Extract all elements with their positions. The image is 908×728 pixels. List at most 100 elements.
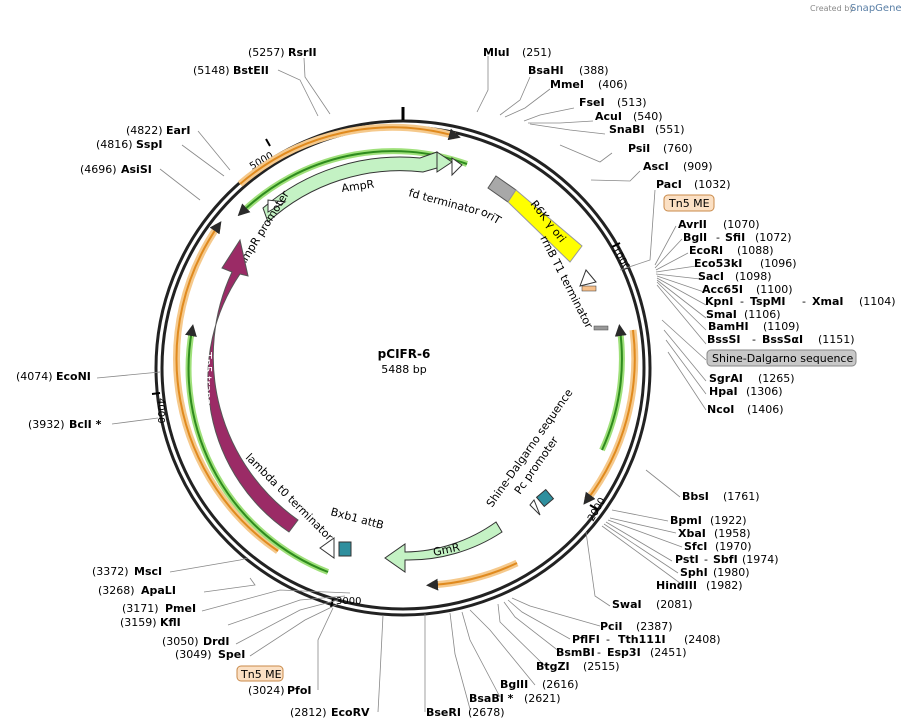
rrnb-terminator-feature[interactable] [579, 269, 597, 287]
enzyme-ecorv[interactable]: EcoRV [331, 706, 370, 719]
enzyme-drdi[interactable]: DrdI [203, 635, 230, 648]
tn5-me-feature[interactable] [581, 285, 597, 292]
enzyme-bsmbi[interactable]: BsmBI [556, 646, 595, 659]
enzyme-bsssi[interactable]: BssSI [707, 333, 741, 346]
enzyme-bpmi[interactable]: BpmI [670, 514, 702, 527]
tick-label-4000: 4000 [155, 398, 166, 423]
enzyme-bgli[interactable]: BglI [683, 231, 707, 244]
enzyme-ncoi[interactable]: NcoI [707, 403, 734, 416]
enzyme-spei-pos: (3049) [175, 648, 212, 661]
enzyme-acui[interactable]: AcuI [595, 110, 622, 123]
enzyme-bcli[interactable]: BclI * [69, 418, 102, 431]
enzyme-smai-pos: (1106) [744, 308, 781, 321]
enzyme-apali[interactable]: ApaLI [141, 584, 176, 597]
enzyme-snabi-pos: (551) [655, 123, 685, 136]
ampr-feature[interactable] [262, 151, 438, 223]
enzyme-pcii[interactable]: PciI [600, 620, 622, 633]
enzyme-kfli[interactable]: KflI [160, 616, 181, 629]
enzyme-mlui[interactable]: MluI [483, 46, 510, 59]
enzyme-hpai[interactable]: HpaI [709, 385, 738, 398]
ampr-promoter-feature[interactable] [267, 199, 287, 213]
enzyme-tspmi-sep: - [802, 295, 806, 308]
enzyme-sspi-pos: (4816) [96, 138, 133, 151]
enzyme-pflfi[interactable]: PflFI [572, 633, 600, 646]
enzyme-ecori[interactable]: EcoRI [689, 244, 723, 257]
enzyme-tspmi[interactable]: TspMI [750, 295, 786, 308]
enzyme-esp3i[interactable]: Esp3I [607, 646, 641, 659]
enzyme-asci[interactable]: AscI [643, 160, 669, 173]
enzyme-sbfi[interactable]: SbfI [713, 553, 738, 566]
enzyme-xmai[interactable]: XmaI [812, 295, 843, 308]
tn5-transposase-label: Tn5 transposase [201, 351, 214, 443]
tn5-me-bottom-text: Tn5 ME [240, 668, 282, 681]
enzyme-apali-pos: (3268) [98, 584, 135, 597]
gmr-label: GmR [432, 541, 461, 559]
enzyme-drdi-pos: (3050) [162, 635, 199, 648]
enzyme-bsahi[interactable]: BsaHI [528, 64, 564, 77]
enzyme-sfci[interactable]: SfcI [684, 540, 707, 553]
enzyme-eari[interactable]: EarI [166, 124, 190, 137]
enzyme-bsmbi-pos: (2451) [650, 646, 687, 659]
enzyme-avrii-pos: (1070) [723, 218, 760, 231]
enzyme-psii[interactable]: PsiI [628, 142, 650, 155]
enzyme-bsssai[interactable]: BssSαI [762, 333, 803, 346]
enzyme-smai[interactable]: SmaI [706, 308, 737, 321]
tick-2000 [589, 504, 599, 511]
enzyme-bgli-pos: (1072) [755, 231, 792, 244]
enzyme-kpni[interactable]: KpnI [705, 295, 733, 308]
enzyme-paci[interactable]: PacI [656, 178, 682, 191]
enzyme-saci[interactable]: SacI [698, 270, 724, 283]
enzyme-psii-pos: (760) [663, 142, 693, 155]
enzyme-econi[interactable]: EcoNI [56, 370, 91, 383]
bxb1-attb-feature[interactable] [338, 541, 352, 557]
enzyme-bsabi[interactable]: BsaBI * [469, 692, 514, 705]
enzyme-sfii[interactable]: SfiI [725, 231, 745, 244]
enzyme-bgli-sep: - [716, 231, 720, 244]
lambda-t0-feature[interactable] [319, 537, 335, 559]
tn5-transposase-feature[interactable] [207, 238, 299, 533]
enzyme-bsteii[interactable]: BstEII [233, 64, 269, 77]
enzyme-sspi[interactable]: SspI [136, 138, 162, 151]
enzyme-btgzi[interactable]: BtgZI [536, 660, 570, 673]
enzyme-xbai[interactable]: XbaI [678, 527, 706, 540]
enzyme-fsei[interactable]: FseI [579, 96, 605, 109]
bxb1-attp-feature[interactable] [535, 488, 555, 508]
enzyme-pflfi-pos: (2408) [684, 633, 721, 646]
enzyme-bamhi[interactable]: BamHI [708, 320, 749, 333]
enzyme-bseri[interactable]: BseRI [426, 706, 461, 719]
enzyme-tth111i[interactable]: Tth111I [618, 633, 666, 646]
enzyme-mmei[interactable]: MmeI [550, 78, 584, 91]
enzyme-rsrii[interactable]: RsrII [288, 46, 317, 59]
shine-dalgarno-text: Shine-Dalgarno sequence [712, 352, 853, 365]
tick-3000 [330, 598, 334, 608]
pc-promoter-feature[interactable] [529, 499, 541, 516]
tick-4000 [151, 392, 161, 395]
shine-dalgarno-feature[interactable] [593, 325, 609, 331]
enzyme-hpai-pos: (1306) [746, 385, 783, 398]
enzyme-eco53ki[interactable]: Eco53kI [694, 257, 742, 270]
enzyme-bsahi-pos: (388) [579, 64, 609, 77]
enzyme-avrii[interactable]: AvrII [678, 218, 707, 231]
enzyme-hindiii[interactable]: HindIII [656, 579, 697, 592]
r6k-ori-feature[interactable] [507, 189, 583, 263]
credit-text: Created by [810, 4, 854, 13]
ampr-arrowhead [436, 151, 453, 173]
enzyme-bglii[interactable]: BglII [500, 678, 528, 691]
orf-bottom-halo [431, 559, 519, 589]
enzyme-spei[interactable]: SpeI [218, 648, 245, 661]
enzyme-acc65i[interactable]: Acc65I [702, 283, 743, 296]
enzyme-bbsi[interactable]: BbsI [682, 490, 709, 503]
enzyme-pfoi[interactable]: PfoI [287, 684, 312, 697]
enzyme-msci[interactable]: MscI [134, 565, 162, 578]
enzyme-psti[interactable]: PstI [675, 553, 699, 566]
enzyme-asisi[interactable]: AsiSI [121, 163, 152, 176]
plasmid-length: 5488 bp [381, 363, 426, 376]
enzyme-sphi[interactable]: SphI [680, 566, 708, 579]
enzyme-snabi[interactable]: SnaBI [609, 123, 645, 136]
gmr-feature[interactable] [384, 521, 503, 573]
enzyme-sgrai[interactable]: SgrAI [709, 372, 743, 385]
enzyme-swai[interactable]: SwaI [612, 598, 642, 611]
enzyme-pmei[interactable]: PmeI [165, 602, 196, 615]
fd-terminator-feature[interactable] [451, 157, 463, 177]
